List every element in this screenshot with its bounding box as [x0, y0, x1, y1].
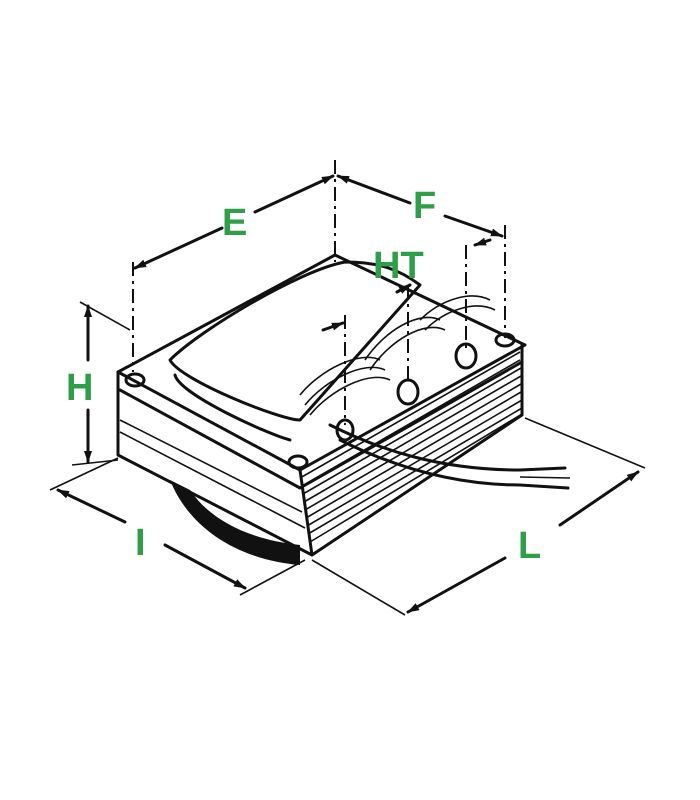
dimension-label-e: E	[222, 202, 247, 244]
dimension-label-i: I	[135, 522, 146, 564]
transformer-body	[116, 253, 571, 557]
dimension-label-ht: HT	[373, 245, 424, 287]
dimension-label-f: F	[413, 185, 436, 227]
dimension-lines	[49, 160, 646, 616]
base-shadow	[170, 480, 300, 565]
dimension-label-l: L	[518, 525, 541, 567]
dimension-label-h: H	[66, 367, 93, 409]
